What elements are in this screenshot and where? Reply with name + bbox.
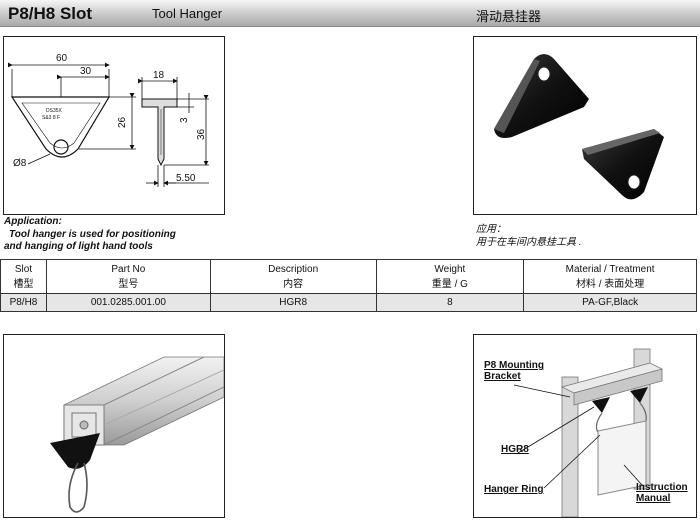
technical-drawing: 60 30 26 Ø8 18 3 36 5.50 DS35X S&3 8 F <box>3 36 225 215</box>
drawing-svg: 60 30 26 Ø8 18 3 36 5.50 DS35X S&3 8 F <box>8 53 209 187</box>
dim-height-total: 36 <box>196 128 207 140</box>
application-line1: Tool hanger is used for positioning <box>9 228 176 240</box>
application-title: Application: <box>4 216 62 227</box>
product-photo <box>473 36 697 215</box>
cell-material: PA-GF,Black <box>523 293 697 312</box>
dim-width-total: 60 <box>56 53 68 64</box>
marking-line2: S&3 8 F <box>42 115 60 121</box>
table-row: P8/H8 001.0285.001.00 HGR8 8 PA-GF,Black <box>0 293 697 312</box>
product-name-cn: 滑动悬挂器 <box>476 9 542 24</box>
dim-flange: 18 <box>153 70 165 81</box>
dim-thickness: 3 <box>179 117 190 123</box>
cell-description: HGR8 <box>209 293 377 312</box>
label-hgr8: HGR8 <box>501 444 529 455</box>
cell-slot: P8/H8 <box>0 293 47 312</box>
assembly-photo <box>473 334 697 518</box>
application-line-cn: 用于在车间内悬挂工具 . <box>476 236 582 248</box>
label-instruction-manual: Instruction Manual <box>636 482 688 504</box>
installed-photo <box>3 334 225 518</box>
assembly-image <box>513 348 664 518</box>
product-image <box>494 54 664 200</box>
dim-width-half: 30 <box>80 66 92 77</box>
application-title-cn: 应用： <box>476 224 506 235</box>
marking-line1: DS35X <box>46 108 63 114</box>
label-hanger-ring: Hanger Ring <box>484 484 544 495</box>
dim-web: 5.50 <box>176 173 196 184</box>
dim-height-tri: 26 <box>117 116 128 128</box>
cell-weight: 8 <box>375 293 525 312</box>
application-text: Application: Tool hanger is used for pos… <box>4 216 176 254</box>
application-line2: and hanging of light hand tools <box>4 241 153 252</box>
label-mounting-bracket: P8 Mounting Bracket <box>484 360 544 382</box>
title-bar: P8/H8 Slot Tool Hanger 滑动悬挂器 <box>0 0 700 27</box>
dim-hole: Ø8 <box>13 158 27 169</box>
installed-image <box>50 356 225 513</box>
product-name: Tool Hanger <box>152 6 223 21</box>
cell-part-no: 001.0285.001.00 <box>45 293 211 312</box>
application-text-cn: 应用： 用于在车间内悬挂工具 . <box>476 224 582 249</box>
slot-title: P8/H8 Slot <box>8 4 93 23</box>
